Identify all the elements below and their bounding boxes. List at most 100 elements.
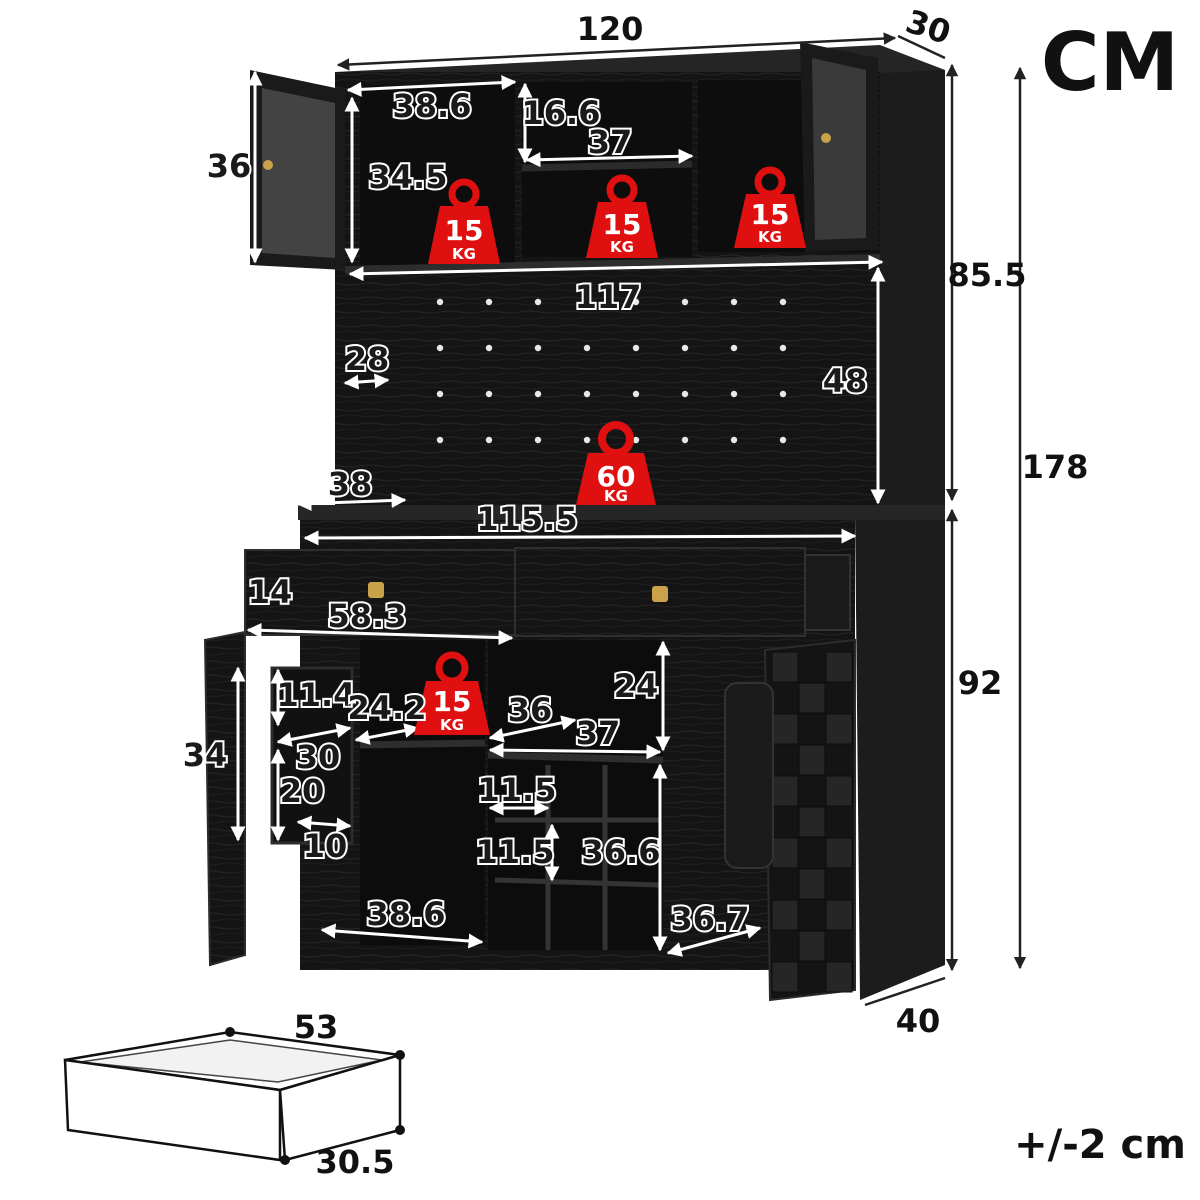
dimension-labels: 120 30 40 178 85.5 92 36 38.6 34.5 16.6 … — [181, 2, 1089, 1181]
label-base-shelf-depth: 36 — [508, 691, 553, 729]
peg-hole — [730, 298, 738, 306]
drawer-slide-out — [804, 554, 851, 631]
weight-badge-upper-left: 15 KG — [428, 178, 500, 264]
inner-dimension-arrows — [230, 70, 886, 957]
countertop — [298, 505, 945, 520]
label-base-shelf-width: 37 — [576, 714, 621, 752]
label-loose-drawer-length: 53 — [294, 1008, 339, 1046]
peg-hole — [436, 344, 444, 352]
peg-hole — [632, 344, 640, 352]
base-middle-shelf — [487, 751, 664, 764]
label-wine-cell-height: 11.5 — [476, 833, 555, 871]
weight-badge-upper-right: 15 KG — [734, 166, 806, 248]
weight-number: 15 — [433, 685, 472, 718]
door-checker-block — [771, 961, 799, 993]
peg-hole — [485, 298, 493, 306]
door-checker-block — [798, 806, 826, 838]
label-drawer-span-width: 115.5 — [476, 500, 577, 538]
tolerance-note: +/-2 cm — [1014, 1122, 1186, 1168]
cabinet-body — [203, 42, 945, 1002]
label-hutch-height: 85.5 — [948, 256, 1027, 294]
label-door-rack-gap: 24.2 — [348, 689, 427, 727]
weight-unit: KG — [758, 228, 782, 246]
weight-badge-upper-middle: 15 KG — [586, 174, 658, 258]
label-left-compartment-height: 34.5 — [369, 158, 448, 196]
door-checker-block — [771, 651, 799, 683]
weight-badges: 15 KG 15 KG 15 KG 60 KG 15 KG — [414, 166, 806, 735]
label-loose-drawer-depth: 30.5 — [316, 1143, 395, 1181]
label-base-height: 92 — [958, 664, 1003, 702]
base-left-shelf — [359, 739, 486, 749]
peg-hole — [779, 298, 787, 306]
label-middle-compartment-width: 37 — [588, 123, 633, 161]
weight-unit: KG — [610, 238, 634, 256]
door-checker-block — [771, 837, 799, 869]
label-door-rack-height: 20 — [280, 772, 325, 810]
base-side-panel — [855, 505, 945, 1000]
unit-label: CM — [1041, 16, 1179, 109]
door-checker-block — [798, 868, 826, 900]
label-hutch-inner-width: 117 — [575, 278, 642, 316]
middle-shelf — [521, 160, 693, 172]
weight-number: 15 — [751, 198, 790, 231]
hutch-side-panel — [880, 55, 945, 510]
pegboard-holes — [436, 298, 787, 444]
peg-hole — [681, 436, 689, 444]
peg-hole — [632, 436, 640, 444]
door-checker-block — [798, 682, 826, 714]
weight-number: 60 — [597, 460, 636, 493]
label-door-rack-width: 11.4 — [277, 676, 356, 714]
peg-hole — [681, 390, 689, 398]
weight-unit: KG — [440, 716, 464, 734]
door-checker-block — [825, 837, 853, 869]
label-wine-cell-width: 11.5 — [478, 771, 557, 809]
weight-badge-base: 15 KG — [414, 651, 490, 735]
label-base-cabinet-height: 34 — [183, 736, 228, 774]
label-drawer-height: 14 — [248, 573, 293, 611]
label-base-right-depth: 36.7 — [671, 900, 750, 938]
label-depth-top: 30 — [901, 2, 955, 52]
weight-unit: KG — [604, 487, 628, 505]
peg-hole — [730, 390, 738, 398]
door-checker-block — [771, 775, 799, 807]
label-door-rack-shelf-depth: 10 — [303, 827, 348, 865]
door-checker-block — [825, 899, 853, 931]
peg-hole — [779, 390, 787, 398]
peg-hole — [485, 436, 493, 444]
peg-hole — [485, 344, 493, 352]
peg-hole — [436, 390, 444, 398]
label-glass-door-height: 36 — [207, 147, 252, 185]
peg-hole — [534, 344, 542, 352]
label-counter-left-depth: 38 — [328, 465, 373, 503]
door-checker-block — [825, 651, 853, 683]
peg-hole — [583, 344, 591, 352]
label-base-upper-right-height: 24 — [614, 667, 659, 705]
peg-hole — [436, 298, 444, 306]
loose-drawer-illustration — [63, 1027, 405, 1165]
peg-hole — [485, 390, 493, 398]
label-door-rack-depth: 30 — [296, 738, 341, 776]
base-right-interior-panel — [724, 682, 774, 869]
label-middle-open-height: 16.6 — [522, 94, 601, 132]
base-right-door — [763, 638, 856, 1002]
peg-hole — [534, 390, 542, 398]
label-left-compartment-width: 38.6 — [393, 87, 472, 125]
weight-unit: KG — [452, 245, 476, 263]
label-pegboard-height: 48 — [823, 362, 868, 400]
peg-hole — [534, 436, 542, 444]
peg-hole — [632, 390, 640, 398]
peg-hole — [583, 390, 591, 398]
peg-hole — [583, 298, 591, 306]
door-checker-block — [798, 930, 826, 962]
label-total-height: 178 — [1022, 448, 1089, 486]
peg-hole — [436, 436, 444, 444]
door-checker-block — [771, 899, 799, 931]
weight-number: 15 — [445, 214, 484, 247]
label-wine-rack-height: 36.6 — [582, 833, 661, 871]
door-checker-block — [771, 713, 799, 745]
peg-hole — [730, 344, 738, 352]
label-depth-base: 40 — [896, 1002, 941, 1040]
base-middle-interior — [488, 640, 663, 950]
peg-hole — [779, 436, 787, 444]
